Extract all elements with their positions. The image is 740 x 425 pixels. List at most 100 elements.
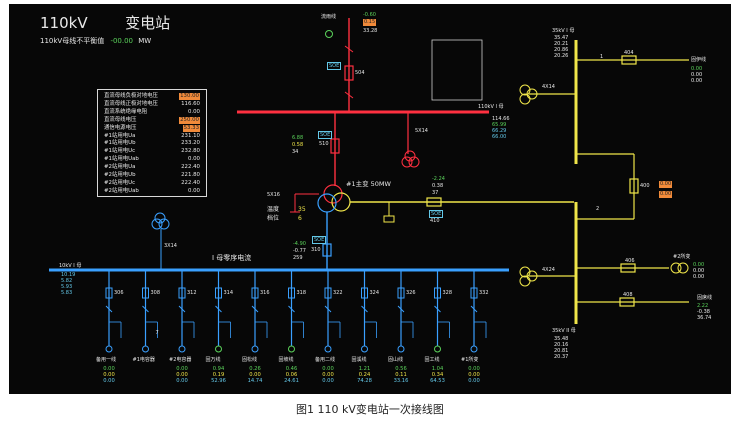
feeder-end-icon — [470, 345, 478, 353]
feeder-switch — [251, 305, 259, 313]
neutral-label: 5X16 — [267, 192, 280, 198]
feeder-breaker-408 — [619, 297, 635, 307]
mv-q: 0.38 — [432, 183, 444, 189]
feeder-i: 64.53 — [430, 378, 445, 384]
zero-seq-label: I 母零序电流 — [212, 254, 252, 262]
feeder-i: 24.61 — [284, 378, 299, 384]
bus-tie-num: 2 — [596, 206, 600, 212]
bus-10kv-v0: 10.19 — [61, 272, 76, 278]
feeder-name: 固溪线 — [351, 357, 367, 363]
tap-value: 6 — [298, 215, 302, 222]
feeder-p: 0.00 — [322, 366, 334, 372]
voltage-row-label: 直流系统绝缘电阻 — [104, 108, 148, 115]
feeder-p: 1.21 — [358, 366, 371, 372]
right-bottom-p: 2.22 — [697, 303, 709, 309]
bus-tie-breaker-400 — [629, 178, 639, 194]
bus-110kv-v2: 65.99 — [492, 122, 507, 128]
feeder-breaker — [361, 287, 368, 299]
feeder-switch — [105, 305, 113, 313]
feeder-switch — [288, 305, 295, 313]
right-top-q: 0.00 — [691, 72, 703, 78]
right-top-num: 1 — [600, 54, 604, 60]
hv-breaker-id: 510 — [319, 141, 329, 147]
feeder-q: 0.34 — [431, 372, 444, 378]
mv-breaker-410 — [426, 197, 442, 207]
pt-10kv-label: 3X14 — [164, 243, 177, 249]
bus-10kv-v1: 5.82 — [61, 278, 73, 284]
feeder-i: 74.28 — [357, 378, 372, 384]
bus-35kv-i-v2: 20.86 — [554, 47, 569, 53]
feeder-id: 322 — [333, 290, 343, 296]
one-line-diagram — [49, 18, 689, 353]
hv-q: 0.58 — [292, 142, 304, 148]
voltage-row-label: #2站用电Uab — [104, 187, 139, 194]
pt-35kv-ii-label: 4X24 — [542, 267, 555, 273]
feeder-end-icon — [142, 345, 149, 353]
right-bottom-breaker: 408 — [623, 292, 633, 298]
feeder-breaker — [324, 287, 332, 299]
feeder-id: 326 — [406, 290, 416, 296]
mv-p: -2.24 — [432, 176, 445, 182]
feeder-p: 0.00 — [176, 366, 188, 372]
voltage-row-value: 231.10 — [181, 132, 200, 139]
voltage-row-label: #2站用电Ub — [104, 172, 136, 178]
feeder-name: 备用二线 — [315, 357, 336, 363]
pt-35kv-ii-icon — [519, 266, 531, 278]
bus-110kv-v4: 66.00 — [492, 134, 507, 140]
feeder-q: 0.00 — [468, 372, 480, 378]
voltage-row-label: 直流母线负极对地电压 — [104, 93, 158, 99]
feeder-breaker-406 — [620, 263, 636, 273]
voltage-row-label: 直流母线正极对地电压 — [104, 100, 158, 107]
unbalance-unit: MW — [138, 37, 152, 45]
feeder-id: 332 — [479, 290, 489, 296]
title-station: 变电站 — [125, 14, 171, 32]
bus-tie-p: 0.00 — [659, 181, 673, 188]
feeder-id: 308 — [150, 290, 161, 296]
feeder-end-icon — [434, 345, 441, 353]
bus-35kv-ii-v3: 20.37 — [554, 354, 569, 360]
right-t2-p: 0.00 — [693, 262, 705, 268]
pt-10kv-icon — [151, 218, 163, 230]
top-feeder-i: 33.28 — [363, 28, 378, 34]
feeder-p: 0.26 — [249, 366, 261, 372]
feeder-breaker — [397, 287, 405, 299]
feeder-id: 306 — [114, 290, 124, 296]
feeder-breaker — [105, 287, 113, 299]
right-bottom-q: -0.38 — [697, 309, 710, 315]
feeder-end-icon — [105, 345, 113, 353]
feeder-name: #1所变 — [461, 357, 479, 363]
feeder-q: 0.19 — [212, 372, 225, 378]
feeder-id: 314 — [223, 290, 234, 296]
feeder-switch — [324, 305, 332, 313]
right-t2-i: 0.00 — [693, 274, 705, 280]
mv-breaker-id: 410 — [430, 218, 440, 224]
right-bottom-i: 36.74 — [697, 315, 712, 321]
bus-tie-q: 0.00 — [659, 191, 673, 198]
feeder-name: 固山线 — [388, 357, 404, 363]
voltage-row-label: #1站用电Ua — [104, 132, 136, 139]
voltage-row-value: 232.80 — [181, 148, 200, 155]
feeder-name: 固工线 — [424, 357, 440, 363]
feeder-q: 0.11 — [395, 372, 407, 378]
feeder-id: 316 — [260, 290, 270, 296]
lv-i: 259 — [293, 255, 303, 261]
top-feeder-breaker-id: 504 — [355, 70, 365, 76]
feeder-i: 0.00 — [176, 378, 188, 384]
bus-110kv-label: 110kV I 母 — [478, 104, 504, 110]
feeder-switch — [361, 305, 368, 313]
bus-10kv-label: 10kV I 母 — [59, 263, 82, 269]
right-top-breaker: 404 — [624, 50, 634, 56]
bus-35kv-i-v0: 35.47 — [554, 35, 569, 41]
mv-i: 37 — [432, 190, 439, 196]
right-top-name: 固伊线 — [691, 57, 707, 63]
feeder-switch — [142, 305, 149, 313]
bus-10kv-v2: 5.93 — [61, 284, 73, 290]
feeder-end-icon — [251, 345, 259, 353]
title-voltage: 110kV — [40, 14, 88, 32]
voltage-row-value: 222.40 — [181, 164, 200, 171]
